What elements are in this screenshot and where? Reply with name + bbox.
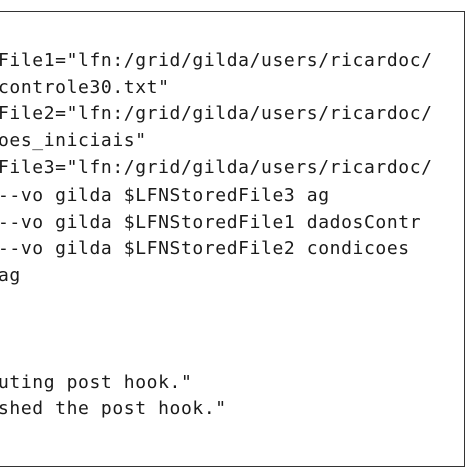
code-listing-frame: File1="lfn:/grid/gilda/users/ricardoc/ c…	[0, 11, 465, 467]
code-listing: File1="lfn:/grid/gilda/users/ricardoc/ c…	[0, 12, 464, 466]
code-line-5: File3="lfn:/grid/gilda/users/ricardoc/	[0, 157, 433, 178]
code-line-8: --vo gilda $LFNStoredFile2 condicoes	[0, 238, 410, 259]
code-line-3: File2="lfn:/grid/gilda/users/ricardoc/	[0, 103, 433, 124]
code-line-10: uting post hook."	[0, 372, 193, 393]
code-line-6: --vo gilda $LFNStoredFile3 ag	[0, 185, 330, 206]
code-line-11: shed the post hook."	[0, 398, 227, 419]
code-line-1: File1="lfn:/grid/gilda/users/ricardoc/	[0, 50, 433, 71]
code-line-9: ag	[0, 265, 21, 286]
code-line-2: controle30.txt"	[0, 77, 170, 98]
code-line-4: oes_iniciais"	[0, 130, 147, 151]
code-line-7: --vo gilda $LFNStoredFile1 dadosContr	[0, 212, 422, 233]
